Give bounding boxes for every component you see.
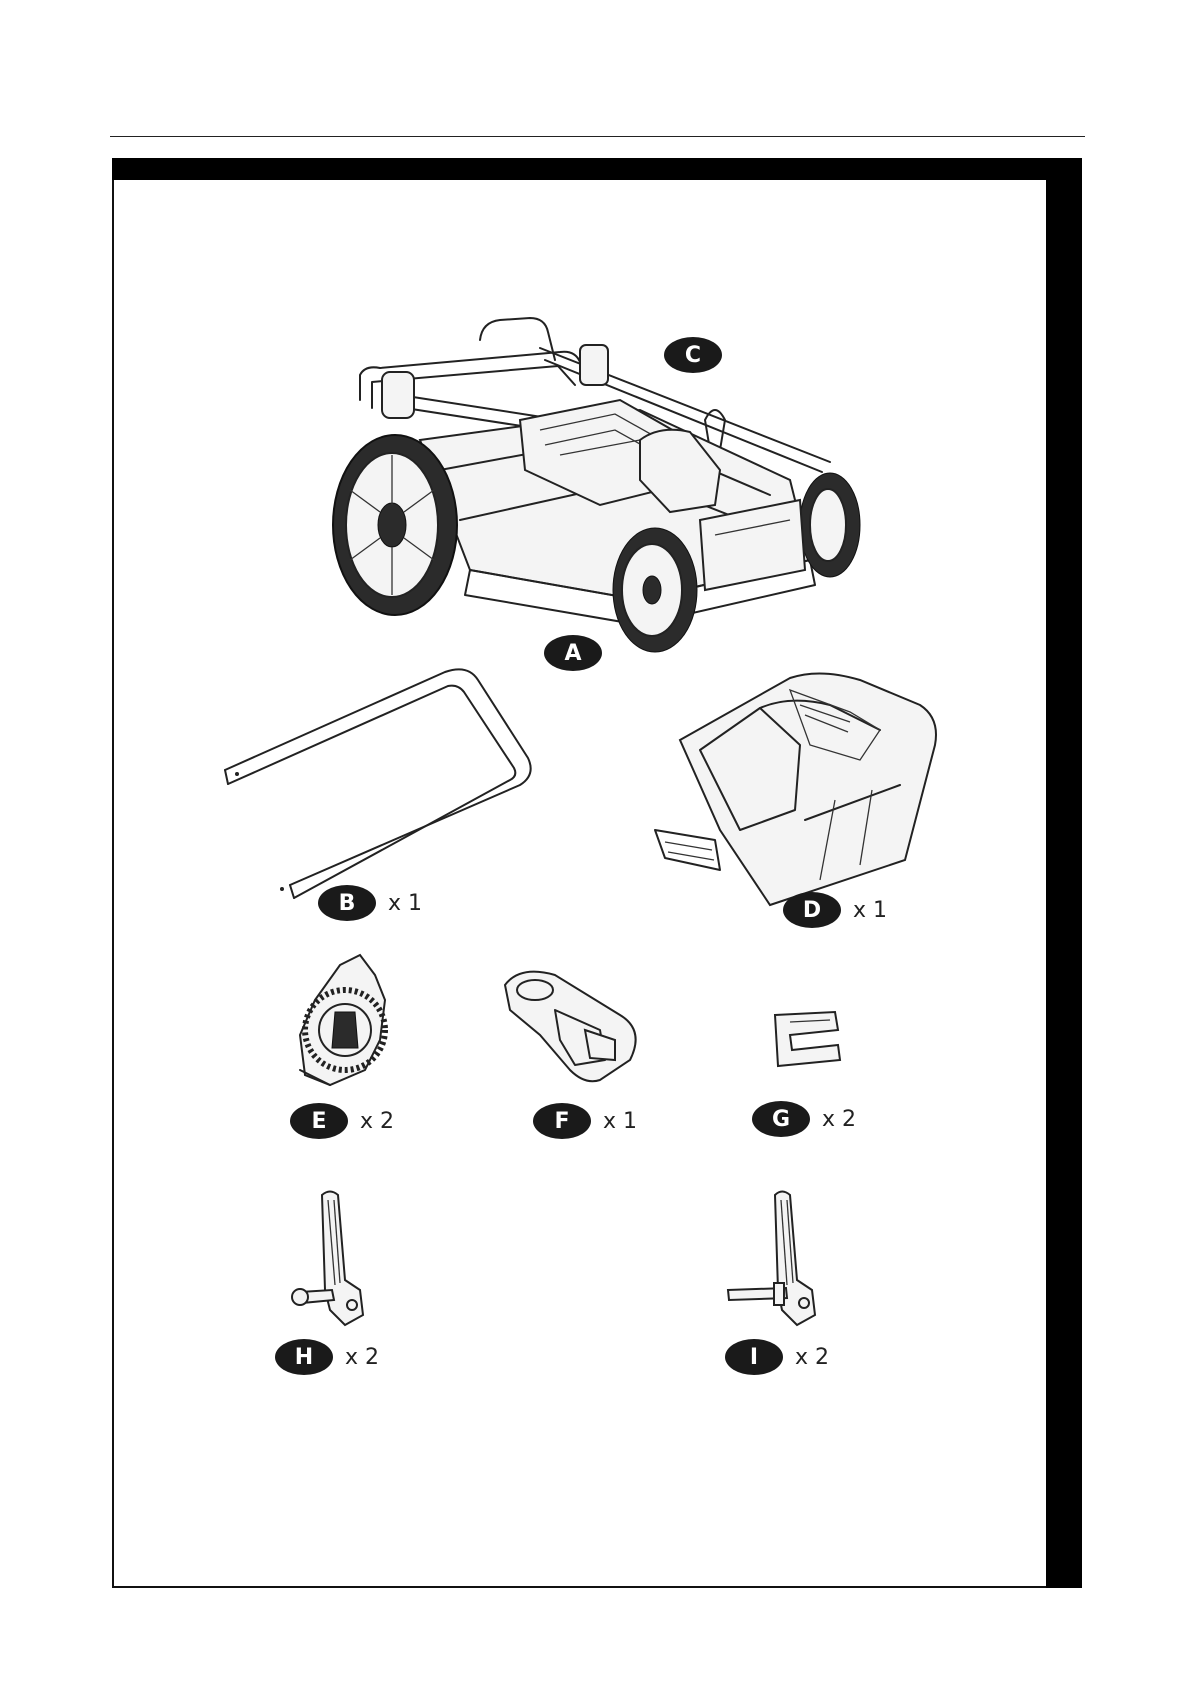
qty-g: x 2 [822, 1107, 856, 1132]
clip-illustration [775, 1012, 840, 1066]
lawnmower-illustration [333, 318, 860, 652]
badge-e: E [290, 1103, 348, 1139]
badge-f: F [533, 1103, 591, 1139]
height-adjuster-illustration [300, 955, 385, 1085]
lever-left-illustration [292, 1192, 363, 1326]
part-label-g: G x 2 [752, 1101, 856, 1137]
safety-key-illustration [505, 972, 636, 1082]
badge-b: B [318, 885, 376, 921]
badge-i: I [725, 1339, 783, 1375]
qty-i: x 2 [795, 1345, 829, 1370]
qty-b: x 1 [388, 891, 422, 916]
part-label-b: B x 1 [318, 885, 422, 921]
badge-h: H [275, 1339, 333, 1375]
lever-right-illustration [728, 1192, 815, 1326]
part-label-f: F x 1 [533, 1103, 637, 1139]
qty-d: x 1 [853, 898, 887, 923]
badge-a: A [544, 635, 602, 671]
part-label-h: H x 2 [275, 1339, 379, 1375]
part-label-a: A [544, 635, 602, 671]
qty-h: x 2 [345, 1345, 379, 1370]
part-label-c: C [664, 337, 722, 373]
handle-bar-illustration [225, 669, 531, 898]
part-label-i: I x 2 [725, 1339, 829, 1375]
badge-d: D [783, 892, 841, 928]
badge-c: C [664, 337, 722, 373]
part-label-e: E x 2 [290, 1103, 394, 1139]
qty-f: x 1 [603, 1109, 637, 1134]
grass-box-illustration [655, 673, 936, 905]
part-label-d: D x 1 [783, 892, 887, 928]
qty-e: x 2 [360, 1109, 394, 1134]
badge-g: G [752, 1101, 810, 1137]
